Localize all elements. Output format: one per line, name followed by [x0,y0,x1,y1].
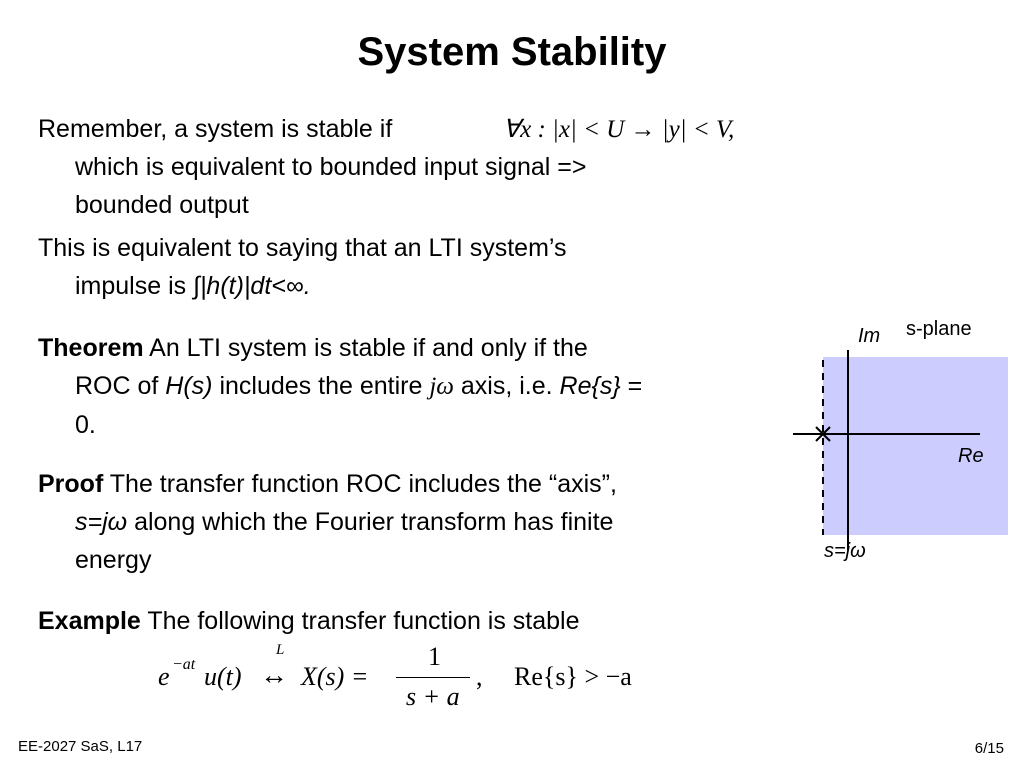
eq-arrow: ↔ [260,660,288,691]
theorem-text-2b: includes the entire [212,372,430,400]
eq-roc: Re{s} > −a [514,662,632,691]
theorem-Hs: H(s) [165,372,213,400]
paragraph-proof: Proof The transfer function ROC includes… [38,465,778,579]
stability-condition: ∀x : |x| < U → |y| < V, [503,116,735,143]
text-lti-equivalent: This is equivalent to saying that an LTI… [38,234,567,262]
im-axis-label: Im [858,325,881,347]
theorem-text-1: An LTI system is stable if and only if t… [143,334,588,362]
eq-Xs: X(s) = [301,662,369,691]
eq-denominator: s + a [406,682,460,711]
impulse-integral: ∫|h(t)|dt<∞. [193,272,311,300]
eq-laplace-label: L [276,642,285,658]
paragraph-stability-definition: Remember, a system is stable if which is… [38,110,778,224]
proof-label: Proof [38,470,104,498]
theorem-Re-s: Re{s} [559,372,621,400]
page-title: System Stability [357,30,667,74]
roc-region [823,357,1008,535]
re-axis-label: Re [958,445,984,467]
theorem-jw: jω [429,373,454,400]
proof-text-3: energy [75,546,152,574]
proof-s-jw: s=jω [75,508,128,536]
theorem-text-2a: ROC of [75,372,166,400]
footer-course: EE-2027 SaS, L17 [18,738,143,755]
theorem-text-2d: = [620,372,643,400]
proof-text-2: along which the Fourier transform has fi… [127,508,614,536]
example-equation: e −at u(t) L ↔ X(s) = 1 s + a , Re{s} > … [158,640,678,720]
theorem-text-2c: axis, i.e. [453,372,560,400]
s-plane-label: s-plane [906,318,972,340]
theorem-label: Theorem [38,334,144,362]
text-remember: Remember, a system is stable if [38,115,393,143]
text-equivalent: which is equivalent to bounded input sig… [75,153,587,181]
text-bounded-output: bounded output [75,191,249,219]
s-plane-svg [793,350,1008,550]
paragraph-theorem: Theorem An LTI system is stable if and o… [38,329,778,444]
s-plane-diagram: Im s-plane Re s=jω [780,315,1020,585]
theorem-text-3: 0. [75,411,96,439]
example-label: Example [38,607,141,635]
pole-mark-b [815,426,831,442]
eq-ut: u(t) [204,662,242,691]
footer-page-number: 6/15 [974,740,1004,757]
eq-e: e [158,662,170,691]
eq-fraction-bar [396,677,470,678]
example-text: The following transfer function is stabl… [140,607,580,635]
paragraph-example: Example The following transfer function … [38,602,778,640]
eq-comma: , [476,662,483,691]
eq-numerator: 1 [428,642,441,671]
eq-exponent: −at [172,656,196,673]
proof-text-1: The transfer function ROC includes the “… [103,470,617,498]
text-impulse-prefix: impulse is [75,272,194,300]
jw-axis-label: s=jω [824,540,866,562]
paragraph-impulse: This is equivalent to saying that an LTI… [38,229,778,305]
